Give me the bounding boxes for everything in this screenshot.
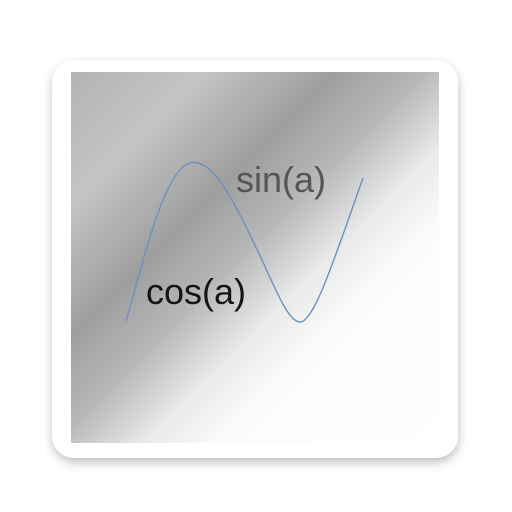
sine-curve bbox=[125, 161, 364, 323]
sin-label: sin(a) bbox=[236, 159, 327, 200]
sine-wave-graph bbox=[125, 161, 364, 323]
gradient-background bbox=[71, 72, 439, 443]
app-icon-tile[interactable]: sin(a) cos(a) bbox=[52, 60, 458, 458]
cos-label: cos(a) bbox=[146, 271, 247, 312]
